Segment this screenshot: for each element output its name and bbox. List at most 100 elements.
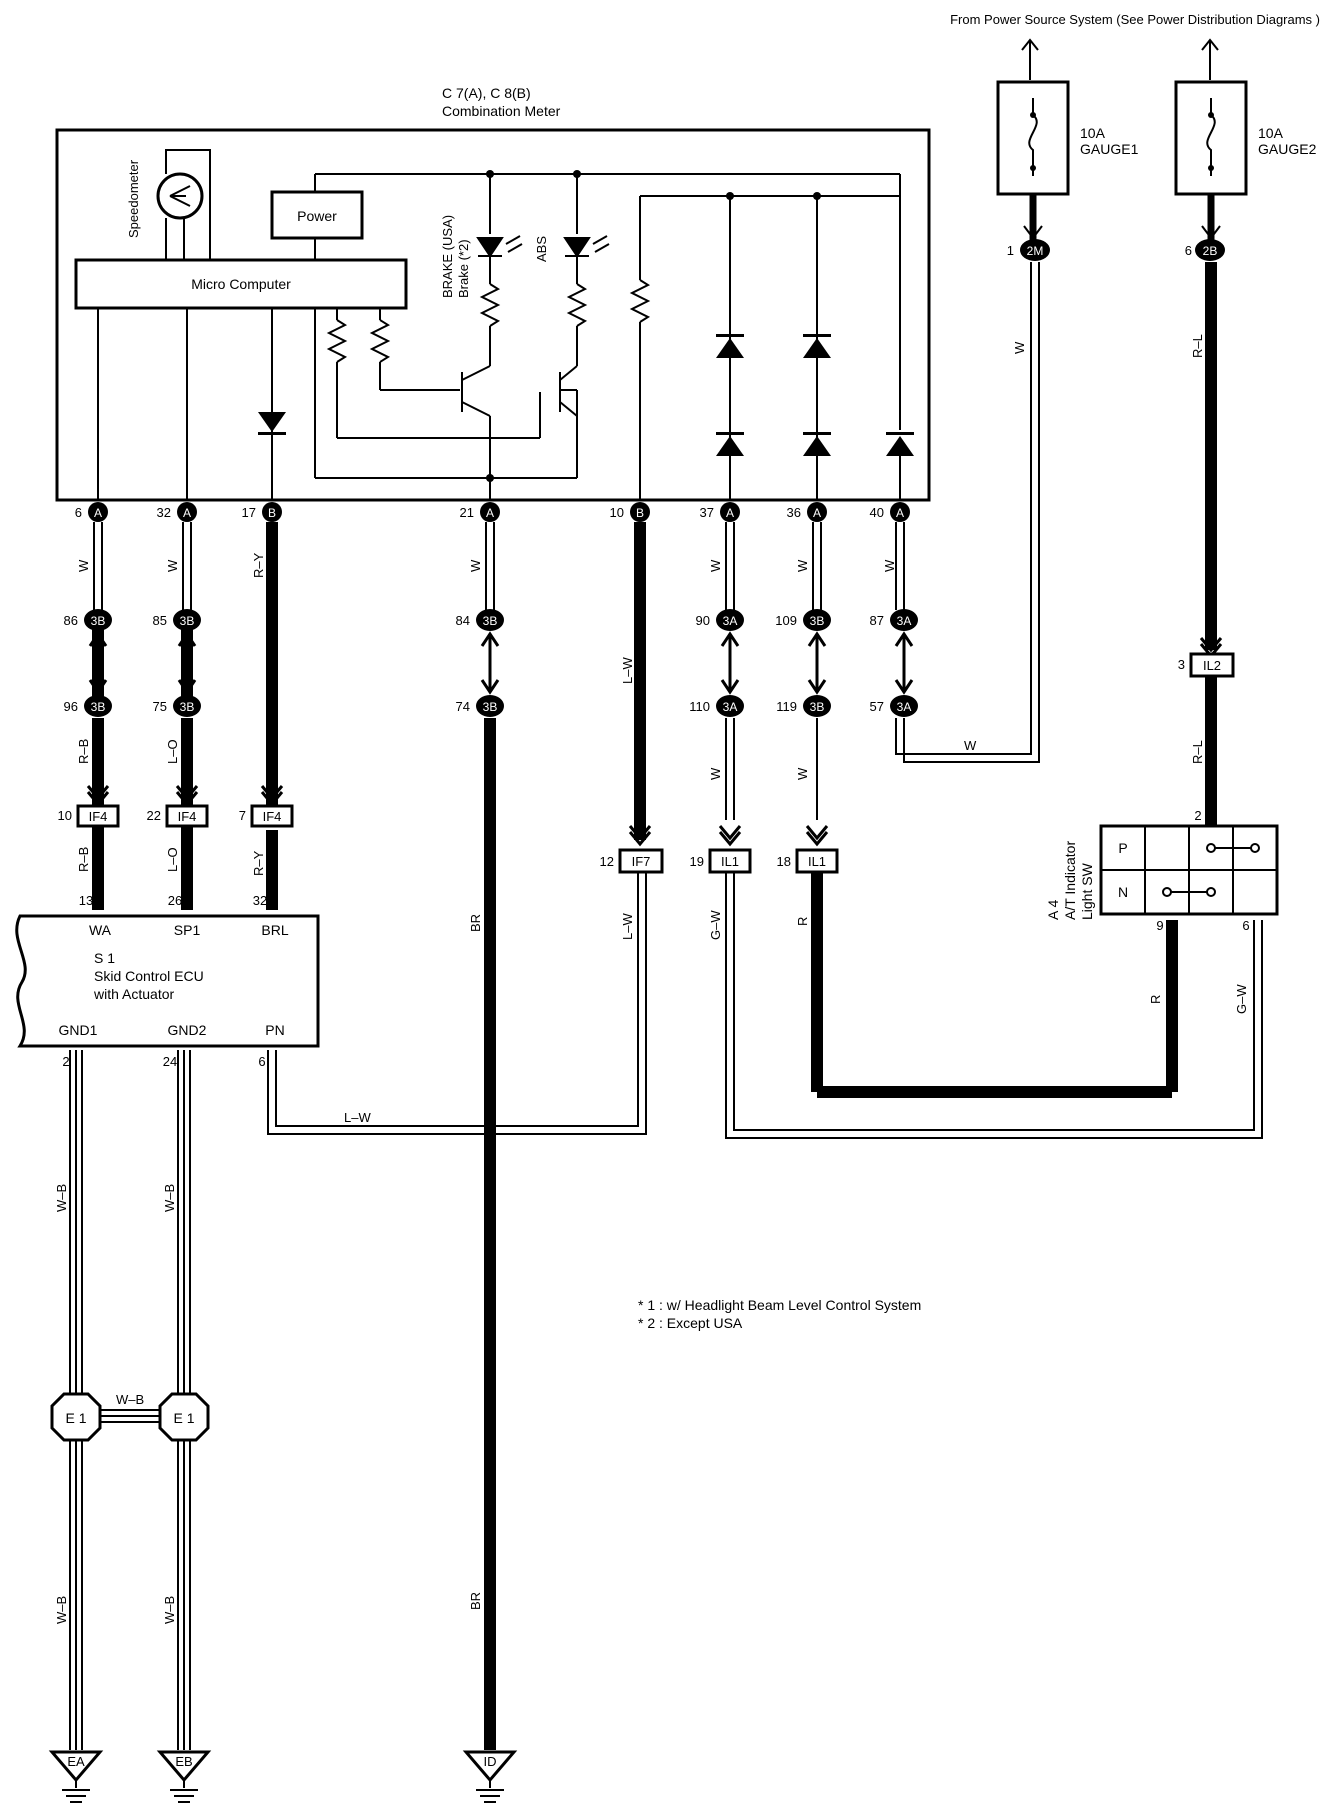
connector-il2: IL2 [1203, 658, 1221, 673]
fuse-gauge2-amp: 10A [1258, 125, 1284, 141]
meter-pin-32: 32 [157, 505, 171, 520]
junction-3a: 3A [897, 614, 912, 628]
pin-1-2m: 1 [1007, 243, 1014, 258]
pin-86: 86 [64, 613, 78, 628]
wire-label-w-b: W–B [54, 1596, 69, 1624]
meter-conn-a: A [896, 506, 904, 520]
wire-label-l-w: L–W [620, 913, 635, 940]
switch-pin-2: 2 [1194, 808, 1201, 823]
pin-12-if7: 12 [600, 854, 614, 869]
pin-75: 75 [153, 699, 167, 714]
wire-label-w-horizontal: W [964, 738, 977, 753]
pin-10-if4: 10 [58, 808, 72, 823]
ecu-pin-6: 6 [258, 1054, 265, 1069]
splice-e1-label: E 1 [173, 1410, 194, 1426]
junction-3b: 3B [810, 614, 825, 628]
ecu-terminal-pn: PN [265, 1022, 284, 1038]
fuse-gauge1-name: GAUGE1 [1080, 141, 1139, 157]
pin-85: 85 [153, 613, 167, 628]
combination-meter-box [55, 128, 931, 502]
meter-conn-a: A [813, 506, 821, 520]
pin-119: 119 [776, 699, 797, 714]
ecu-terminal-gnd1: GND1 [59, 1022, 98, 1038]
meter-name: Combination Meter [442, 103, 561, 119]
wire-label-w-b: W–B [162, 1184, 177, 1212]
ground-ea: EA [48, 1750, 104, 1803]
switch-pin-9: 9 [1156, 918, 1163, 933]
wire-label-w: W [165, 559, 180, 572]
pin-7-if4: 7 [239, 808, 246, 823]
wire-label-w-b-horizontal: W–B [116, 1392, 144, 1407]
pin-3-il2: 3 [1178, 657, 1185, 672]
pin-90: 90 [696, 613, 710, 628]
connector-if7: IF7 [632, 854, 651, 869]
fuse-gauge1: 10A GAUGE1 [996, 80, 1139, 196]
wire-label-w: W [1012, 341, 1027, 354]
pin-18-il1: 18 [777, 854, 791, 869]
meter-conn-b: B [268, 506, 276, 520]
micro-computer-label: Micro Computer [191, 276, 291, 292]
meter-conn-a: A [726, 506, 734, 520]
junction-row-lower: 96 3B 75 3B 74 3B 110 3A 119 3B 57 3A [64, 695, 918, 717]
ecu-pin-24: 24 [163, 1054, 177, 1069]
switch-position-p: P [1118, 840, 1127, 856]
junction-row-upper: 86 3B 85 3B 84 3B 90 3A 109 3B 87 3A [64, 609, 918, 631]
meter-pin-row: 6 A 32 A 17 B 21 A 10 B 37 A 36 A 40 A [75, 502, 910, 522]
connector-il1: IL1 [721, 854, 739, 869]
meter-conn-a: A [486, 506, 494, 520]
ecu-terminal-sp1: SP1 [174, 922, 201, 938]
connector-il2-box [1189, 652, 1235, 678]
wire-label-br: BR [468, 914, 483, 932]
ground-id-label: ID [484, 1754, 497, 1769]
connector-if4: IF4 [89, 809, 108, 824]
junction-3b: 3B [180, 700, 195, 714]
pin-87: 87 [870, 613, 884, 628]
ecu-name: Skid Control ECU [94, 968, 204, 984]
ground-splice-e1-left: E 1 [50, 1392, 102, 1442]
junction-2b: 2B [1203, 244, 1218, 258]
speedometer-label: Speedometer [126, 159, 141, 238]
wire-label-r-l: R–L [1190, 334, 1205, 358]
meter-pin-17: 17 [242, 505, 256, 520]
meter-pin-37: 37 [700, 505, 714, 520]
power-source-note: From Power Source System (See Power Dist… [950, 12, 1320, 27]
ground-id: ID [462, 1750, 518, 1803]
pin-22-if4: 22 [147, 808, 161, 823]
junction-3a: 3A [723, 700, 738, 714]
connector-if4: IF4 [178, 809, 197, 824]
switch-name: A/T Indicator [1062, 841, 1078, 920]
wire-label-w-b: W–B [162, 1596, 177, 1624]
junction-3b: 3B [483, 700, 498, 714]
switch-name-2: Light SW [1079, 862, 1095, 920]
wire-label-r-b: R–B [76, 739, 91, 764]
wire-label-r: R [1148, 995, 1163, 1004]
pin-96: 96 [64, 699, 78, 714]
switch-pin-6: 6 [1242, 918, 1249, 933]
meter-pin-21: 21 [460, 505, 474, 520]
meter-pin-6: 6 [75, 505, 82, 520]
wire-label-w: W [76, 559, 91, 572]
footnote-1: * 1 : w/ Headlight Beam Level Control Sy… [638, 1297, 921, 1313]
wire-label-w-b: W–B [54, 1184, 69, 1212]
pin-74: 74 [456, 699, 470, 714]
pin-6-2b: 6 [1185, 243, 1192, 258]
splice-e1-label: E 1 [65, 1410, 86, 1426]
wire-label-l-o: L–O [165, 847, 180, 872]
wire-label-w: W [708, 559, 723, 572]
fuse-gauge1-amp: 10A [1080, 125, 1106, 141]
junction-3b: 3B [91, 700, 106, 714]
wire-label-l-w-horizontal: L–W [344, 1110, 371, 1125]
brake-usa-label: BRAKE (USA) [440, 215, 455, 298]
power-block [270, 190, 364, 240]
meter-pin-40: 40 [870, 505, 884, 520]
wire-label-r-b: R–B [76, 847, 91, 872]
pin-84: 84 [456, 613, 470, 628]
fuse-gauge2-name: GAUGE2 [1258, 141, 1317, 157]
abs-label: ABS [534, 236, 549, 262]
pin-57: 57 [870, 699, 884, 714]
wire-label-l-w: L–W [620, 657, 635, 684]
wire-label-w: W [882, 559, 897, 572]
junction-3b: 3B [91, 614, 106, 628]
speedometer-icon [156, 149, 211, 260]
